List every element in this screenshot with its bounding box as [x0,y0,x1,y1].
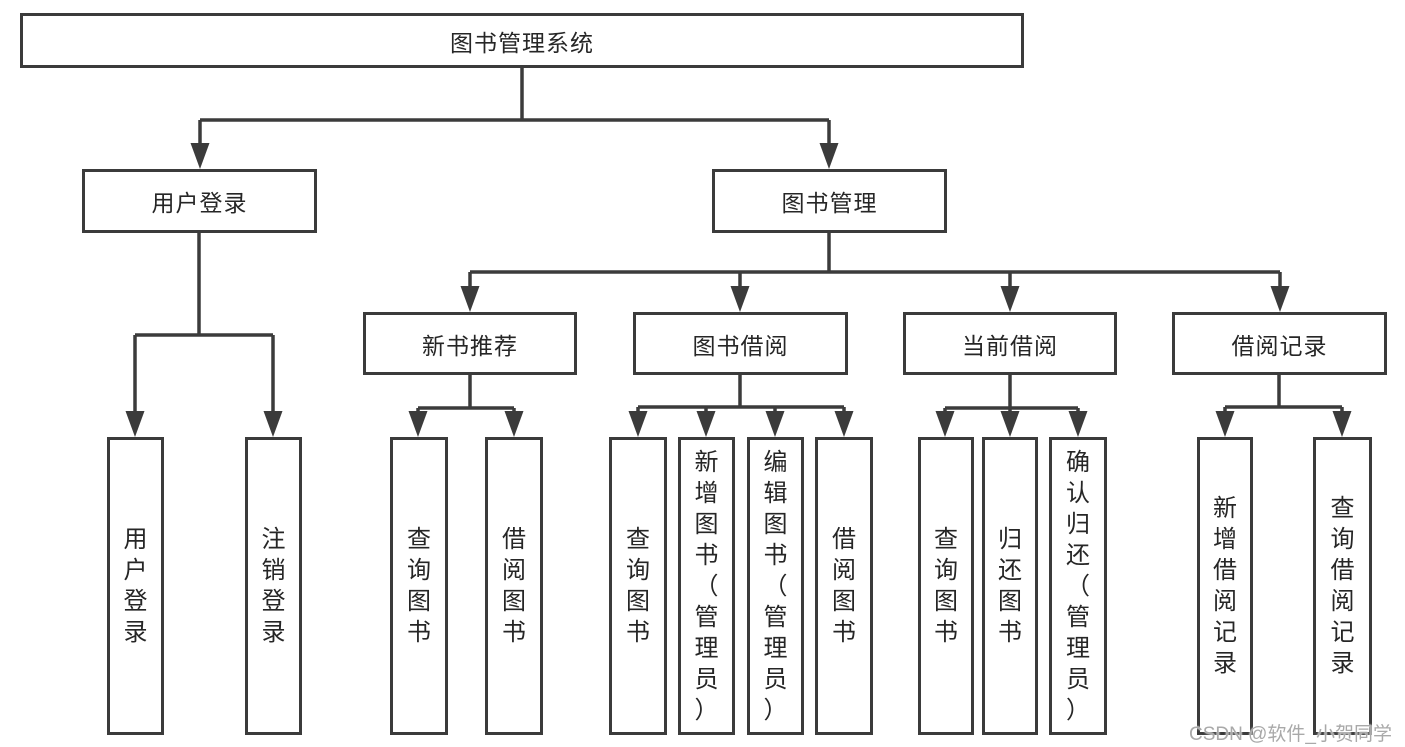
node-book-management: 图书管理 [712,169,947,233]
leaf-edit-book-admin: 编辑图书（管理员） [747,437,804,735]
node-root: 图书管理系统 [20,13,1024,68]
leaf-user-login: 用户登录 [107,437,164,735]
leaf-borrow-books-borrow: 借阅图书 [815,437,873,735]
leaf-query-books-recommend: 查询图书 [390,437,448,735]
leaf-borrow-books-recommend-label: 借阅图书 [502,526,526,646]
leaf-query-borrow-record: 查询借阅记录 [1313,437,1372,735]
leaf-user-login-label: 用户登录 [123,526,148,646]
leaf-confirm-return-admin: 确认归还（管理员） [1049,437,1107,735]
leaf-query-books-current-label: 查询图书 [934,526,958,646]
leaf-confirm-return-admin-label: 确认归还（管理员） [1066,448,1090,724]
leaf-return-book: 归还图书 [982,437,1038,735]
leaf-add-borrow-record: 新增借阅记录 [1197,437,1253,735]
csdn-watermark: CSDN @软件_小贺同学 [1189,724,1392,745]
leaf-logout-label: 注销登录 [261,526,286,646]
leaf-edit-book-admin-label: 编辑图书（管理员） [763,448,788,724]
leaf-query-books-borrow-label: 查询图书 [626,526,650,646]
node-current-borrowing: 当前借阅 [903,312,1117,375]
leaf-query-books-borrow: 查询图书 [609,437,667,735]
node-user-login: 用户登录 [82,169,317,233]
leaf-add-borrow-record-label: 新增借阅记录 [1213,495,1237,677]
leaf-borrow-books-borrow-label: 借阅图书 [832,526,856,646]
node-new-book-recommend: 新书推荐 [363,312,577,375]
leaf-borrow-books-recommend: 借阅图书 [485,437,543,735]
leaf-logout: 注销登录 [245,437,302,735]
leaf-add-book-admin: 新增图书（管理员） [678,437,735,735]
leaf-query-borrow-record-label: 查询借阅记录 [1330,495,1355,677]
leaf-add-book-admin-label: 新增图书（管理员） [694,448,719,724]
leaf-return-book-label: 归还图书 [998,526,1022,646]
leaf-query-books-recommend-label: 查询图书 [407,526,431,646]
node-borrowing-records: 借阅记录 [1172,312,1387,375]
leaf-query-books-current: 查询图书 [918,437,974,735]
node-book-borrowing: 图书借阅 [633,312,848,375]
